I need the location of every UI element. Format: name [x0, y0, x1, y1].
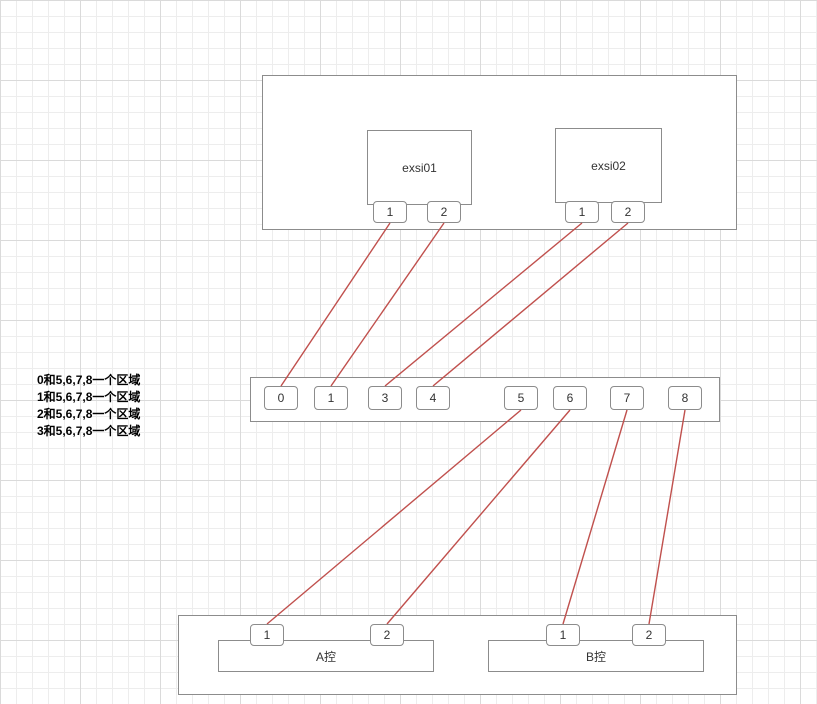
host-exsi02-box[interactable]: exsi02 [555, 128, 662, 203]
zone-note-line-4: 3和5,6,7,8一个区域 [37, 424, 141, 438]
connector-switch-p5-to-controller-a-p1[interactable] [266, 409, 522, 625]
exsi02-port-2-label: 2 [624, 205, 632, 219]
exsi01-port-1-label: 1 [386, 205, 394, 219]
zone-note-line-1: 0和5,6,7,8一个区域 [37, 373, 141, 387]
connector-exsi02-p2-to-switch-p4[interactable] [432, 222, 629, 387]
controller-a-label: A控 [315, 649, 336, 664]
switch-port-3[interactable]: 3 [368, 386, 402, 410]
switch-port-6-label: 6 [566, 391, 574, 405]
zone-notes[interactable]: 0和5,6,7,8一个区域 1和5,6,7,8一个区域 2和5,6,7,8一个区… [37, 372, 140, 440]
switch-port-1[interactable]: 1 [314, 386, 348, 410]
switch-port-6[interactable]: 6 [553, 386, 587, 410]
switch-port-7-label: 7 [623, 391, 631, 405]
switch-port-8[interactable]: 8 [668, 386, 702, 410]
exsi01-port-1[interactable]: 1 [373, 201, 407, 223]
controller-b-label: B控 [585, 649, 606, 664]
switch-port-5-label: 5 [517, 391, 525, 405]
exsi02-port-1-label: 1 [578, 205, 586, 219]
controller-b-port-1-label: 1 [559, 628, 567, 642]
zone-note-line-2: 1和5,6,7,8一个区域 [37, 390, 141, 404]
switch-port-4[interactable]: 4 [416, 386, 450, 410]
controller-b-port-1[interactable]: 1 [546, 624, 580, 646]
controller-a-port-2[interactable]: 2 [370, 624, 404, 646]
switch-port-8-label: 8 [681, 391, 689, 405]
controller-a-port-1[interactable]: 1 [250, 624, 284, 646]
connector-exsi01-p2-to-switch-p1[interactable] [330, 222, 445, 387]
switch-port-4-label: 4 [429, 391, 437, 405]
host-exsi01-label: exsi01 [402, 160, 437, 175]
switch-port-0[interactable]: 0 [264, 386, 298, 410]
controller-a-port-2-label: 2 [383, 628, 391, 642]
controller-b-box[interactable]: B控 [488, 640, 704, 672]
switch-port-1-label: 1 [327, 391, 335, 405]
zone-note-line-3: 2和5,6,7,8一个区域 [37, 407, 141, 421]
hosts-group-box[interactable] [262, 75, 737, 230]
connector-switch-p8-to-controller-b-p2[interactable] [648, 409, 686, 625]
switch-port-7[interactable]: 7 [610, 386, 644, 410]
connector-exsi02-p1-to-switch-p3[interactable] [384, 222, 583, 387]
controller-b-port-2-label: 2 [645, 628, 653, 642]
connector-exsi01-p1-to-switch-p0[interactable] [280, 222, 391, 387]
exsi02-port-1[interactable]: 1 [565, 201, 599, 223]
switch-port-3-label: 3 [381, 391, 389, 405]
exsi01-port-2-label: 2 [440, 205, 448, 219]
connector-switch-p7-to-controller-b-p1[interactable] [562, 409, 628, 625]
host-exsi01-box[interactable]: exsi01 [367, 130, 472, 205]
switch-port-5[interactable]: 5 [504, 386, 538, 410]
switch-port-0-label: 0 [277, 391, 285, 405]
exsi01-port-2[interactable]: 2 [427, 201, 461, 223]
exsi02-port-2[interactable]: 2 [611, 201, 645, 223]
controller-a-port-1-label: 1 [263, 628, 271, 642]
controller-b-port-2[interactable]: 2 [632, 624, 666, 646]
connector-switch-p6-to-controller-a-p2[interactable] [386, 409, 571, 625]
host-exsi02-label: exsi02 [591, 158, 626, 173]
